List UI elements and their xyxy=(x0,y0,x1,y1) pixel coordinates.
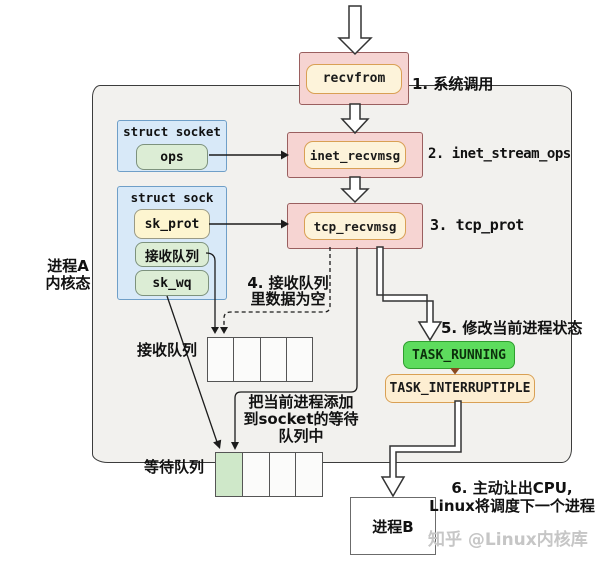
ops-label: ops xyxy=(160,149,184,165)
step6-line2: Linux将调度下一个进程 xyxy=(429,497,595,515)
task-running-label: TASK_RUNNING xyxy=(412,347,506,363)
wait-note-line2: 到socket的等待 xyxy=(243,410,359,428)
wait-queue xyxy=(215,452,323,497)
recvfrom-label: recvfrom xyxy=(322,71,386,86)
step1-annotation: 1. 系统调用 xyxy=(412,75,494,93)
process-b-label: 进程B xyxy=(372,517,414,536)
struct-socket-title: struct socket xyxy=(123,124,221,139)
wait-note-line1: 把当前进程添加 xyxy=(248,393,354,411)
task-interruptible-label: TASK_INTERRUPTIPLE xyxy=(389,381,531,396)
recv-queue-label: 接收队列 xyxy=(137,341,198,359)
sk-wq-field: sk_wq xyxy=(135,270,209,296)
struct-sock-box: struct sock sk_prot 接收队列 sk_wq xyxy=(117,186,227,300)
wait-queue-cell xyxy=(295,453,322,496)
sk-prot-label: sk_prot xyxy=(144,216,200,232)
inet-recvmsg-label: inet_recvmsg xyxy=(309,147,401,163)
tcp-recvmsg-pill: tcp_recvmsg xyxy=(304,212,406,240)
struct-socket-box: struct socket ops xyxy=(117,120,227,172)
struct-sock-title: struct sock xyxy=(130,190,214,205)
entry-arrow xyxy=(337,5,373,56)
recvfrom-pill: recvfrom xyxy=(306,63,402,94)
recv-queue-cell xyxy=(208,338,233,381)
recvfrom-wrapper: recvfrom xyxy=(299,52,409,105)
sk-wq-label: sk_wq xyxy=(152,275,192,291)
process-a-label: 进程A 内核态 xyxy=(44,258,92,292)
inet-recvmsg-wrapper: inet_recvmsg xyxy=(287,132,423,178)
watermark: 知乎 @Linux内核库 xyxy=(428,530,588,550)
process-a-line2: 内核态 xyxy=(45,274,91,292)
sk-prot-field: sk_prot xyxy=(134,209,210,239)
wait-queue-cell-occupied xyxy=(216,453,242,496)
tcp-recvmsg-wrapper: tcp_recvmsg xyxy=(287,203,423,249)
recv-queue-field-label: 接收队列 xyxy=(145,248,199,265)
wait-queue-cell xyxy=(268,453,296,496)
task-interruptible-box: TASK_INTERRUPTIPLE xyxy=(385,374,535,403)
recv-queue-cell xyxy=(233,338,259,381)
wait-note: 把当前进程添加 到socket的等待 队列中 xyxy=(240,394,362,445)
step5-annotation: 5. 修改当前进程状态 xyxy=(441,319,583,337)
recv-queue xyxy=(207,337,313,382)
step3-annotation: 3. tcp_prot xyxy=(430,216,524,234)
inet-recvmsg-pill: inet_recvmsg xyxy=(304,141,406,169)
ops-field: ops xyxy=(136,144,208,170)
step2-annotation: 2. inet_stream_ops xyxy=(428,146,571,162)
step4-annotation: 4. 接收队列 里数据为空 xyxy=(236,275,340,307)
wait-queue-cell xyxy=(241,453,269,496)
tcp-recvmsg-label: tcp_recvmsg xyxy=(313,218,397,234)
process-b-box: 进程B xyxy=(350,497,436,555)
process-a-line1: 进程A xyxy=(47,257,89,275)
recv-queue-cell xyxy=(285,338,312,381)
wait-note-line3: 队列中 xyxy=(278,427,324,445)
step6-annotation: 6. 主动让出CPU, Linux将调度下一个进程 xyxy=(428,479,596,515)
wait-queue-label: 等待队列 xyxy=(144,458,205,476)
recv-queue-field: 接收队列 xyxy=(135,242,209,267)
task-running-box: TASK_RUNNING xyxy=(403,341,515,369)
recv-queue-cell xyxy=(259,338,286,381)
step4-line2: 里数据为空 xyxy=(250,290,326,308)
step6-line1: 6. 主动让出CPU, xyxy=(451,479,573,497)
